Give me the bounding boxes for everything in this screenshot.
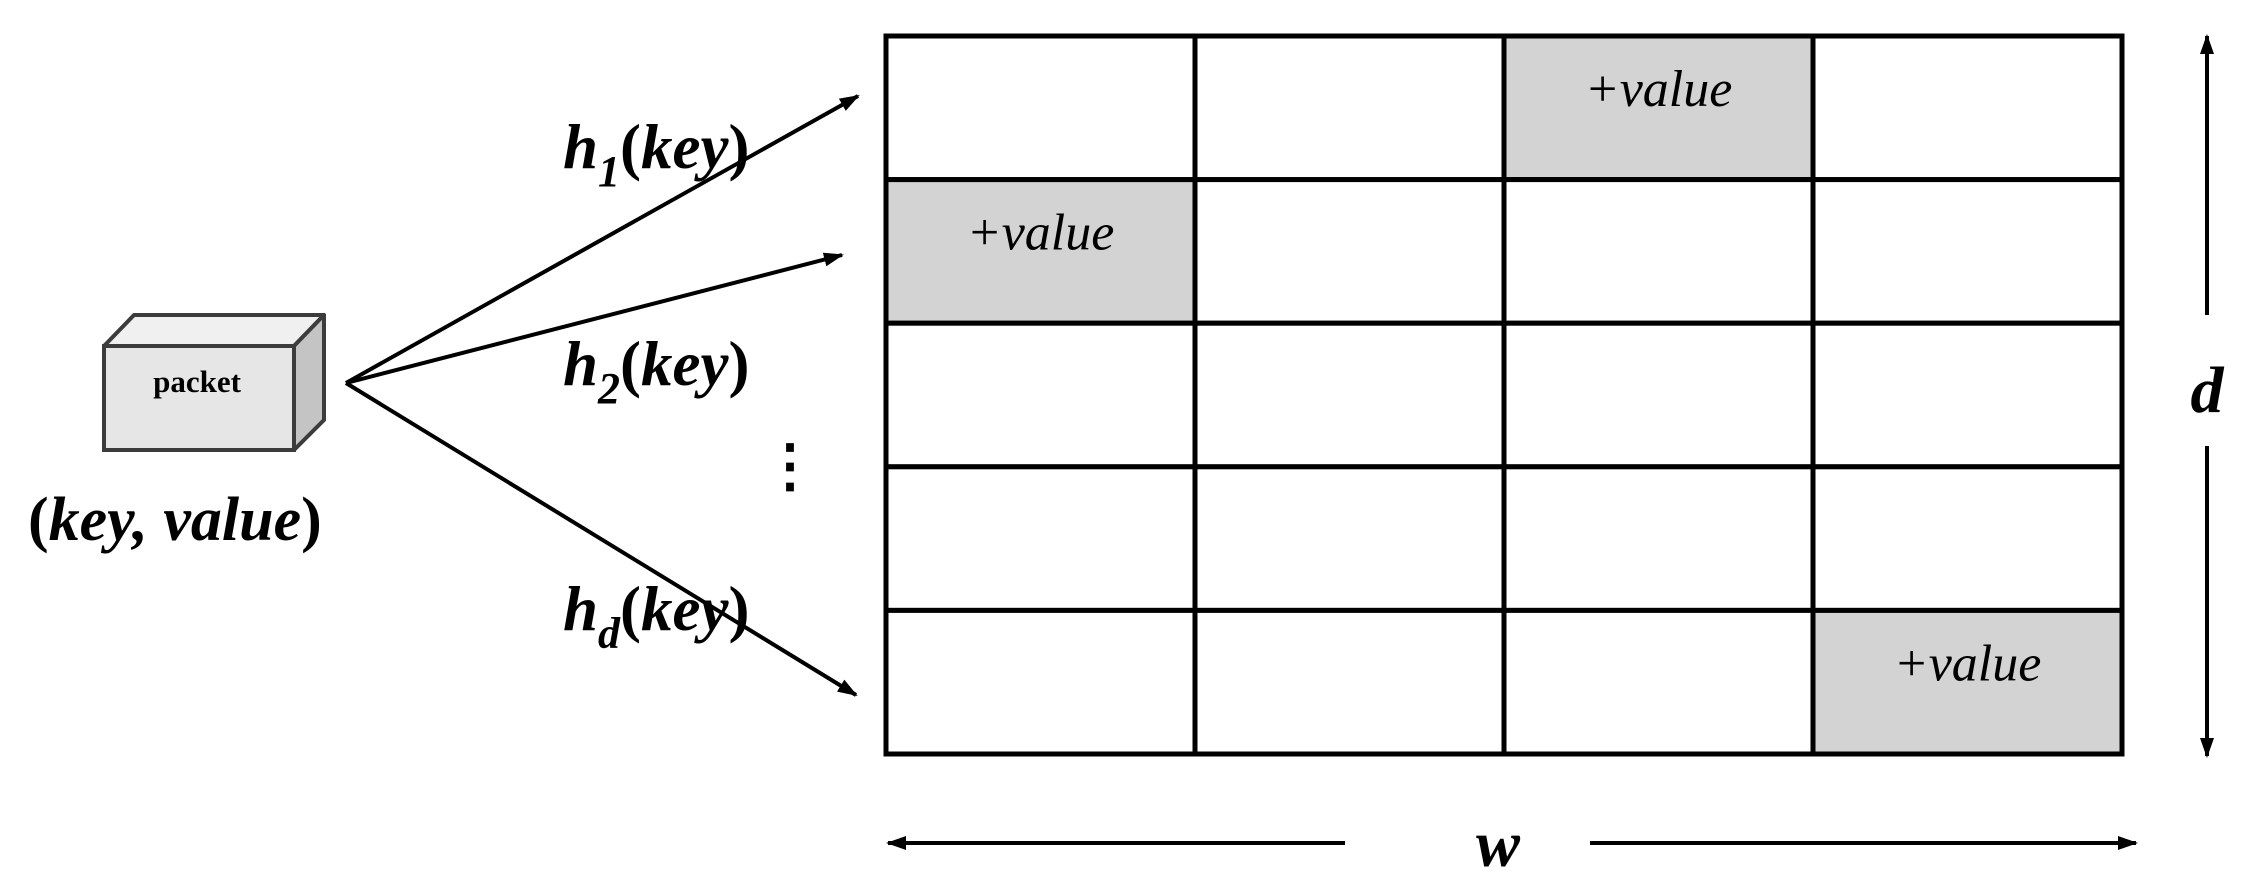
tuple-open-paren: ( <box>28 486 49 554</box>
sketch-cell <box>1192 607 1507 757</box>
cell-increment-label: +value <box>1585 61 1733 118</box>
hash-label-1-close: ) <box>728 112 749 182</box>
hash-label-1-name: h <box>563 112 598 182</box>
hash-label-1-arg: key <box>641 112 729 182</box>
sketch-cell <box>883 320 1198 470</box>
sketch-cell <box>1501 464 1816 613</box>
sketch-cell-incremented <box>883 177 1198 326</box>
packet-box-front <box>102 344 296 452</box>
hash-arrow-d <box>344 381 858 697</box>
sketch-grid: +value +value +value <box>883 33 2125 757</box>
sketch-cell-incremented <box>1810 607 2125 757</box>
sketch-cell <box>883 464 1198 613</box>
hash-arrow-1 <box>345 94 860 385</box>
hash-label-1-subscript: 1 <box>598 147 620 196</box>
sketch-cell <box>1501 320 1816 470</box>
sketch-cell <box>1501 607 1816 757</box>
sketch-cell <box>1192 33 1507 183</box>
tuple-value: value <box>163 486 301 554</box>
sketch-cell <box>1810 33 2125 183</box>
hash-label-d-open: ( <box>620 574 641 644</box>
cell-increment-label: +value <box>967 205 1115 262</box>
packet-box-top <box>102 313 326 348</box>
sketch-cell <box>1192 464 1507 613</box>
sketch-cell <box>883 607 1198 757</box>
hash-arrow-2 <box>345 252 844 385</box>
tuple-comma: , <box>130 486 163 554</box>
packet-tuple: (key, value) <box>28 486 322 554</box>
hash-label-d-subscript: d <box>598 609 621 658</box>
hash-label-d-arg: key <box>641 574 729 644</box>
cell-increment-label: +value <box>1894 635 2042 692</box>
depth-label: d <box>2191 354 2225 427</box>
packet-box-label: packet <box>153 364 242 399</box>
hash-arrows <box>344 94 860 697</box>
tuple-close-paren: ) <box>301 486 322 554</box>
hash-label-1: h1(key) <box>563 112 749 196</box>
hash-label-d: hd(key) <box>563 574 749 658</box>
hash-label-2-subscript: 2 <box>597 364 620 413</box>
hash-label-2: h2(key) <box>563 329 749 413</box>
hash-label-2-close: ) <box>728 329 749 399</box>
hash-label-d-name: h <box>563 574 598 644</box>
sketch-cell <box>883 33 1198 183</box>
sketch-cell <box>1810 464 2125 613</box>
sketch-cell <box>1810 177 2125 326</box>
hash-label-2-open: ( <box>620 329 641 399</box>
hash-label-2-arg: key <box>641 329 729 399</box>
width-label: w <box>1476 808 1521 881</box>
width-dimension: w <box>886 808 2138 881</box>
sketch-cell <box>1192 177 1507 326</box>
sketch-cell <box>1810 320 2125 470</box>
hash-label-2-name: h <box>563 329 598 399</box>
hash-label-d-close: ) <box>728 574 749 644</box>
packet-box: packet <box>102 313 326 452</box>
sketch-cell <box>1501 177 1816 326</box>
tuple-key: key <box>49 486 136 554</box>
hash-ellipsis: ⋮ <box>761 433 819 498</box>
sketch-cell <box>1192 320 1507 470</box>
hash-label-1-open: ( <box>620 112 641 182</box>
depth-dimension: d <box>2191 34 2225 758</box>
